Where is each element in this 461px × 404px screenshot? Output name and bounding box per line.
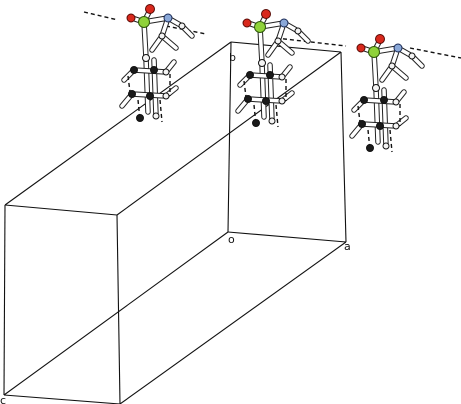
molecule-1 — [122, 5, 192, 123]
cell-edge-top-left — [4, 41, 232, 206]
cell-edge-right-back — [340, 51, 347, 243]
axis-a-label: a — [344, 240, 351, 253]
cell-edge-front-right — [116, 214, 121, 404]
unit-cell — [3, 41, 347, 404]
cell-edge-b — [227, 41, 232, 233]
cell-edge-a — [227, 231, 347, 243]
molecule-3 — [352, 35, 422, 153]
cell-edge-bottom-right — [119, 241, 347, 404]
cell-edge-front-bottom — [3, 394, 121, 404]
cell-edge-c — [3, 231, 229, 396]
origin-label: o — [228, 233, 235, 246]
cell-edge-top-right — [116, 51, 342, 216]
axis-b-label: b — [229, 51, 236, 64]
hydrogen-bond-chain — [83, 11, 461, 59]
axis-c-label: c — [0, 394, 6, 404]
cell-edge-front-left — [3, 204, 6, 396]
cell-edge-front-top — [4, 204, 118, 216]
molecules — [122, 5, 422, 153]
molecule-2 — [238, 10, 308, 128]
